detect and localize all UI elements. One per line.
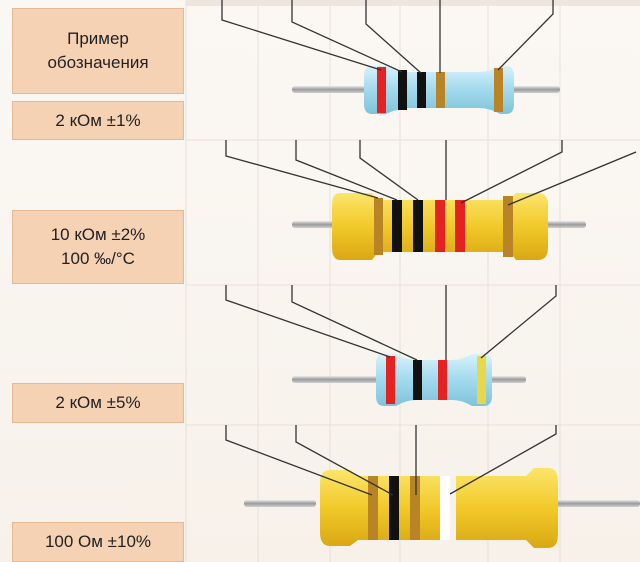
resistor-4-band-2 [389, 476, 399, 540]
resistor-1-band-5 [494, 68, 503, 112]
resistor-3-band-3 [438, 360, 447, 400]
resistor-1-value: 2 кОм ±1% [55, 110, 141, 130]
example-header-line2: обозначения [47, 53, 149, 72]
resistor-4-body-right [456, 468, 558, 548]
resistor-2-tempco: 100 ‰/°C [61, 249, 135, 268]
resistor-4 [225, 425, 640, 548]
resistor-3-body [376, 354, 492, 406]
resistor-3-band-1 [386, 356, 395, 404]
resistor-2-band-2 [392, 200, 402, 252]
resistor-4-band-3 [410, 476, 420, 540]
resistor-4-band-1 [368, 476, 378, 540]
resistor-4-lead-left [244, 500, 316, 507]
resistor-3-value: 2 кОм ±5% [55, 393, 141, 412]
resistor-3-label: 2 кОм ±5% [12, 383, 184, 423]
resistor-2-band-5 [455, 200, 465, 252]
resistor-4-lead-right [556, 500, 640, 507]
resistor-2-band-4 [435, 200, 445, 252]
resistor-3-band-4 [477, 356, 486, 404]
resistor-1-band-4 [436, 72, 445, 108]
resistor-1 [221, 0, 560, 114]
resistor-3 [225, 285, 557, 406]
resistor-3-band-2 [413, 360, 422, 400]
resistor-3-leader-lines [225, 285, 557, 361]
resistor-2-band-1 [374, 198, 383, 255]
top-header-strip [186, 0, 640, 6]
resistor-1-leader-lines [221, 0, 554, 74]
resistor-1-label: 2 кОм ±1% [12, 101, 184, 140]
resistor-2-value: 10 кОм ±2% [50, 225, 146, 244]
resistor-2 [225, 140, 637, 260]
resistor-2-leader-lines [225, 140, 637, 206]
resistor-1-band-2 [398, 70, 407, 110]
resistor-2-band-3 [413, 200, 423, 252]
resistor-2-band-6 [503, 196, 513, 257]
resistor-1-band-1 [377, 67, 386, 113]
resistor-4-band-4 [440, 476, 450, 540]
resistor-4-leader-lines [225, 425, 557, 496]
example-header-label: Пример обозначения [12, 8, 184, 94]
resistor-2-label: 10 кОм ±2% 100 ‰/°C [12, 210, 184, 284]
resistor-1-band-3 [417, 72, 426, 108]
example-header-line1: Пример [67, 29, 129, 48]
resistor-4-label: 100 Ом ±10% [12, 522, 184, 562]
resistor-4-value: 100 Ом ±10% [44, 532, 152, 551]
resistor-4-body-left [320, 470, 450, 546]
